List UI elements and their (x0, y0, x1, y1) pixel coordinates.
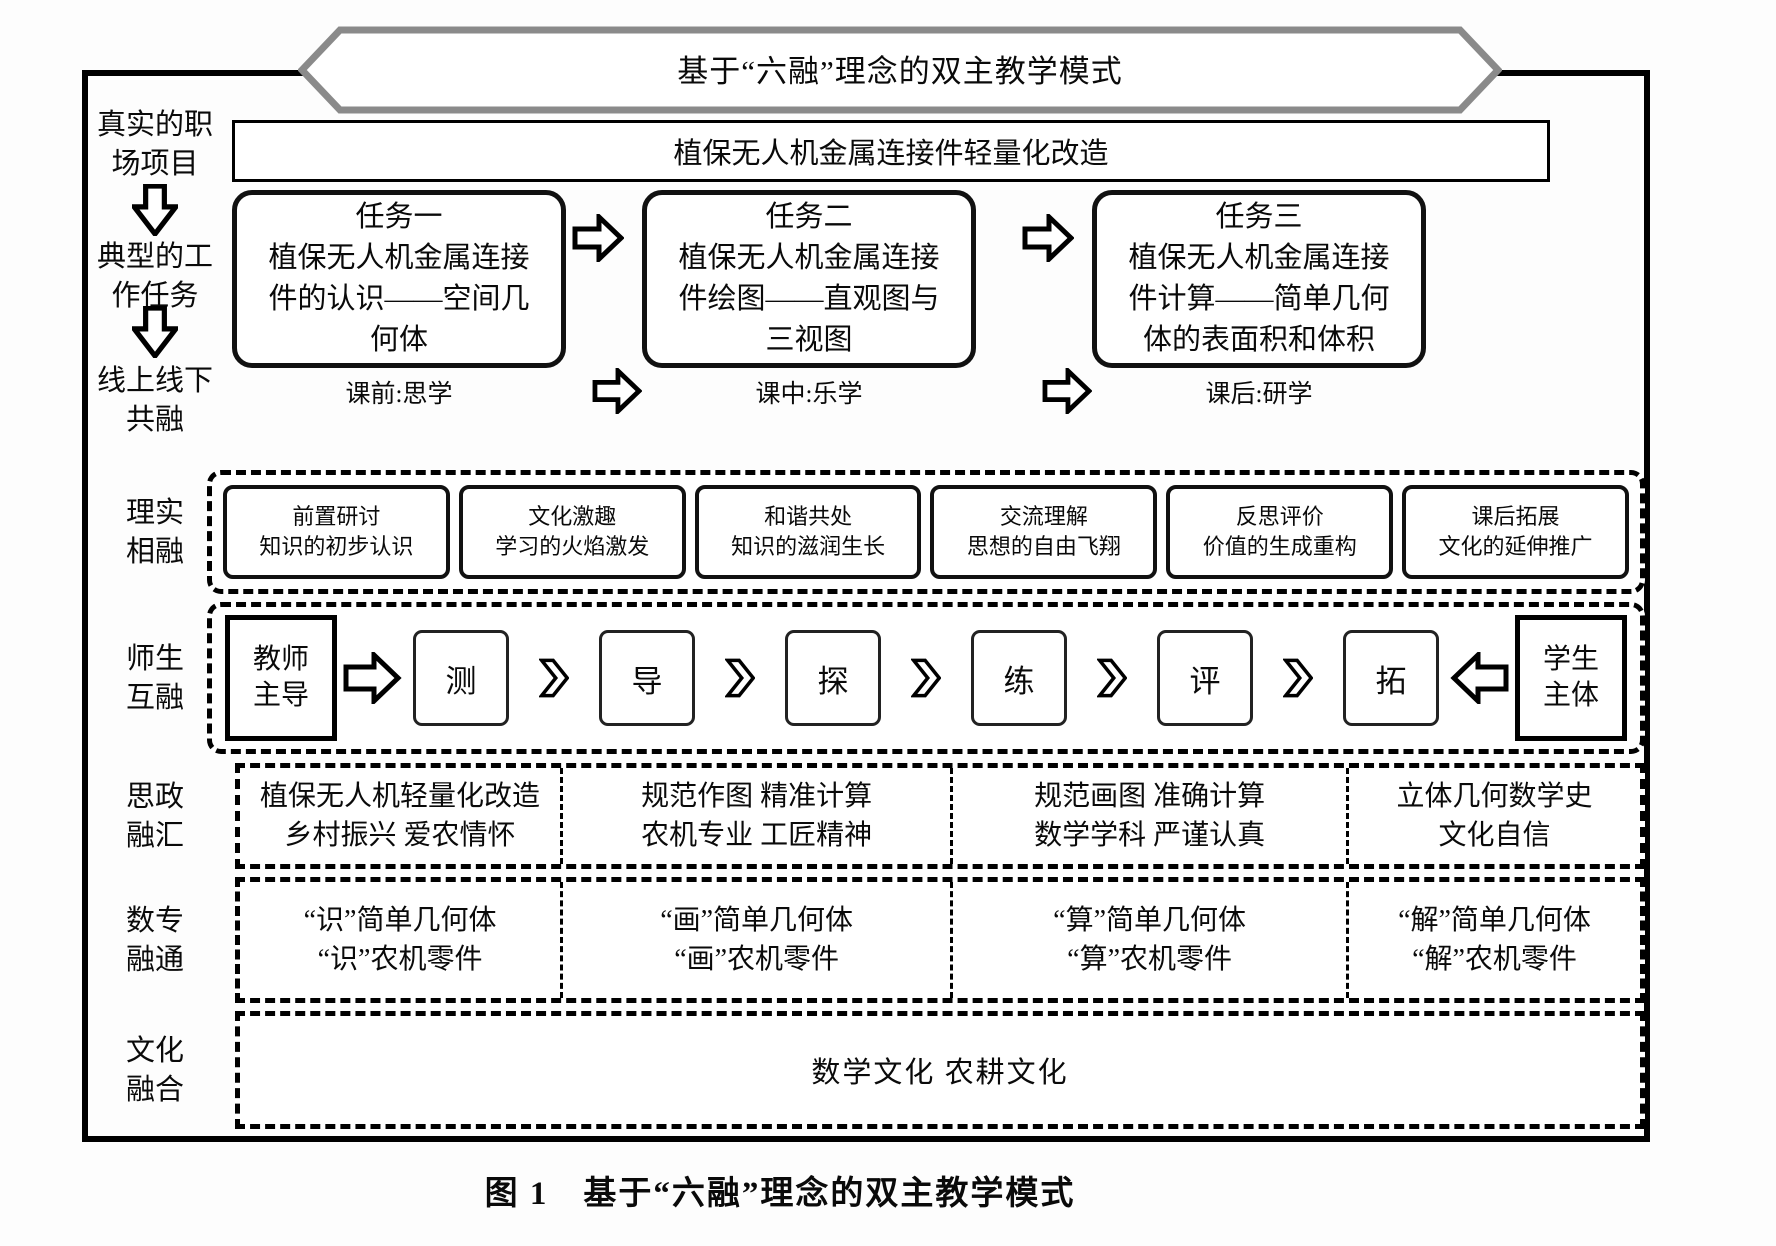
step-box-tan: 探 (785, 630, 881, 726)
fusion-row: 前置研讨 知识的初步认识 文化激趣 学习的火焰激发 和谐共处 知识的滋润生长 交… (207, 470, 1645, 594)
chevron-icon (911, 658, 941, 698)
student-box: 学生 主体 (1515, 615, 1627, 741)
step-box-tuo: 拓 (1343, 630, 1439, 726)
task-title: 任务三 (1215, 200, 1303, 233)
left-arrow-icon (1450, 652, 1509, 704)
task-text: 任务一 植保无人机金属连接 件的认识——空间几 何体 (247, 197, 551, 362)
step-box-dao: 导 (599, 630, 695, 726)
phase-label-before-class: 课前:思学 (345, 381, 453, 408)
right-arrow-icon (572, 214, 624, 262)
figure-caption: 图 1 基于“六融”理念的双主教学模式 (484, 1176, 1076, 1212)
task-body: 植保无人机金属连接 件计算——简单几何 体的表面积和体积 (1128, 241, 1390, 357)
math-major-row: “识”简单几何体 “识”农机零件 “画”简单几何体 “画”农机零件 “算”简单几… (235, 877, 1645, 1003)
ideology-cell-2: 规范作图 精准计算 农机专业 工匠精神 (560, 768, 950, 864)
chevron-icon (1097, 658, 1127, 698)
label-real-project: 真实的职 场项目 (96, 109, 213, 180)
ideology-row: 植保无人机轻量化改造 乡村振兴 爱农情怀 规范作图 精准计算 农机专业 工匠精神… (235, 763, 1645, 869)
chevron-icon (539, 658, 569, 698)
fusion-box-6: 课后拓展 文化的延伸推广 (1402, 485, 1629, 579)
math-cell-2: “画”简单几何体 “画”农机零件 (560, 882, 950, 998)
label-typical-task: 典型的工 作任务 (96, 241, 213, 312)
phase-label-after-class: 课后:研学 (1205, 381, 1313, 408)
fusion-box-3: 和谐共处 知识的滋润生长 (694, 485, 922, 579)
project-box: 植保无人机金属连接件轻量化改造 (232, 120, 1550, 182)
fusion-box-4: 交流理解 思想的自由飞翔 (930, 485, 1158, 579)
teach-flow-row: 教师 主导 测 导 探 练 评 拓 (207, 602, 1645, 754)
label-theory-practice: 理实 相融 (125, 497, 184, 568)
right-arrow-icon (1022, 214, 1074, 262)
ideology-cell-1: 植保无人机轻量化改造 乡村振兴 爱农情怀 (260, 780, 541, 851)
down-arrow-icon (132, 306, 178, 358)
label-culture: 文化 融合 (125, 1035, 184, 1106)
banner-hexagon (298, 26, 1502, 114)
task-box-1: 任务一 植保无人机金属连接 件的认识——空间几 何体 (232, 190, 566, 368)
task-title: 任务一 (355, 200, 443, 233)
ideology-cell-4: 立体几何数学史 文化自信 (1346, 768, 1640, 864)
task-title: 任务二 (765, 200, 853, 233)
task-body: 植保无人机金属连接 件绘图——直观图与 三视图 (678, 241, 940, 357)
phase-label-in-class: 课中:乐学 (755, 381, 863, 408)
math-cell-3: “算”简单几何体 “算”农机零件 (950, 882, 1346, 998)
step-box-ping: 评 (1157, 630, 1253, 726)
label-teacher-student: 师生 互融 (125, 643, 184, 714)
right-arrow-icon (343, 652, 402, 704)
task-box-2: 任务二 植保无人机金属连接 件绘图——直观图与 三视图 (642, 190, 976, 368)
fusion-box-2: 文化激趣 学习的火焰激发 (458, 485, 686, 579)
right-arrow-icon (592, 368, 642, 414)
task-body: 植保无人机金属连接 件的认识——空间几 何体 (268, 241, 530, 357)
label-math-major: 数专 融通 (125, 905, 184, 976)
label-online-offline: 线上线下 共融 (96, 365, 213, 436)
label-ideology: 思政 融汇 (125, 781, 184, 852)
ideology-cell-3: 规范画图 准确计算 数学学科 严谨认真 (950, 768, 1346, 864)
task-box-3: 任务三 植保无人机金属连接 件计算——简单几何 体的表面积和体积 (1092, 190, 1426, 368)
step-box-ce: 测 (413, 630, 509, 726)
math-cell-4: “解”简单几何体 “解”农机零件 (1346, 882, 1640, 998)
culture-row: 数学文化 农耕文化 (235, 1011, 1645, 1129)
teacher-box: 教师 主导 (225, 615, 337, 741)
right-arrow-icon (1042, 368, 1092, 414)
chevron-icon (1283, 658, 1313, 698)
task-text: 任务三 植保无人机金属连接 件计算——简单几何 体的表面积和体积 (1107, 197, 1411, 362)
math-cell-1: “识”简单几何体 “识”农机零件 (303, 904, 497, 975)
fusion-box-1: 前置研讨 知识的初步认识 (223, 485, 450, 579)
chevron-icon (725, 658, 755, 698)
task-text: 任务二 植保无人机金属连接 件绘图——直观图与 三视图 (657, 197, 961, 362)
fusion-box-5: 反思评价 价值的生成重构 (1166, 485, 1394, 579)
steps-sequence: 测 导 探 练 评 拓 (407, 630, 1445, 726)
step-box-lian: 练 (971, 630, 1067, 726)
down-arrow-icon (132, 184, 178, 236)
banner-title: 基于“六融”理念的双主教学模式 (677, 53, 1123, 89)
